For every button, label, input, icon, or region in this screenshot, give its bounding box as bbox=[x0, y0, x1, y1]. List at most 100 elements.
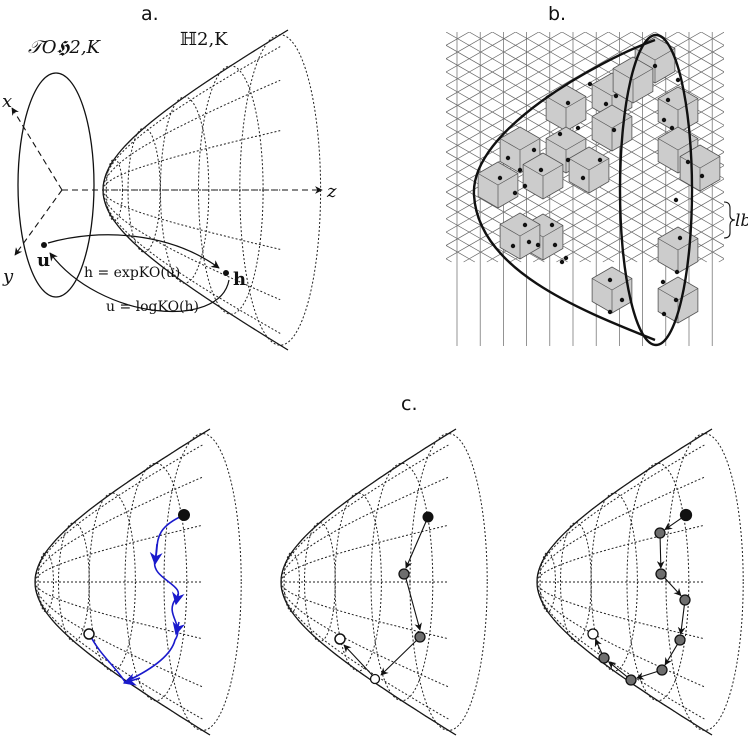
hyperboloid-geodesic bbox=[536, 524, 705, 583]
tangent-space-label: 𝒯O𝕳2,K bbox=[28, 37, 102, 58]
embedded-point bbox=[549, 222, 555, 228]
step-arrow bbox=[635, 671, 658, 680]
hyperboloid-geodesic bbox=[280, 581, 449, 731]
hex-edge bbox=[612, 68, 634, 81]
flow-arrow-2 bbox=[171, 591, 185, 606]
hyperboloid-ring bbox=[409, 433, 488, 731]
embedded-point bbox=[587, 81, 593, 87]
hyperboloid-geodesic bbox=[102, 189, 281, 301]
grid-line bbox=[5, 32, 405, 262]
grid-line bbox=[446, 151, 638, 263]
step-node bbox=[369, 673, 381, 685]
point-h-dot bbox=[223, 270, 229, 276]
embedded-point bbox=[522, 183, 528, 189]
grid-line bbox=[446, 258, 452, 263]
point-h-label: h bbox=[233, 269, 246, 290]
hyperboloid-ring bbox=[58, 522, 90, 642]
hex-edge bbox=[657, 288, 679, 301]
hex-edge bbox=[591, 84, 613, 97]
hyperboloid-geodesic bbox=[280, 581, 449, 640]
grid-line bbox=[446, 205, 545, 263]
embedded-point bbox=[665, 97, 671, 103]
hex-edge bbox=[477, 173, 499, 186]
grid-line bbox=[533, 151, 724, 263]
grid-line bbox=[602, 191, 724, 263]
panel-b-label: b. bbox=[548, 3, 566, 25]
hyperboloid-geodesic bbox=[34, 581, 203, 731]
grid-line bbox=[0, 32, 121, 262]
embedded-point bbox=[580, 175, 586, 181]
grid-line bbox=[0, 32, 52, 262]
embedded-point bbox=[611, 127, 617, 133]
embedded-point bbox=[557, 131, 563, 137]
grid-line bbox=[446, 32, 470, 46]
grid-line bbox=[0, 32, 382, 262]
embedded-point bbox=[673, 197, 679, 203]
hex-edge bbox=[677, 138, 699, 151]
log-map-arrow bbox=[49, 252, 230, 313]
embedded-point bbox=[673, 297, 679, 303]
hyperboloid-ring bbox=[560, 522, 592, 642]
embedded-point bbox=[565, 157, 571, 163]
embedded-point bbox=[575, 125, 581, 131]
trajectory-fine bbox=[587, 508, 693, 686]
grid-line bbox=[625, 205, 724, 263]
grid-line bbox=[649, 218, 724, 263]
log-map-label: u = logKO(h) bbox=[106, 299, 199, 315]
step-node bbox=[598, 652, 610, 664]
grid-line bbox=[446, 44, 724, 206]
embedded-point bbox=[559, 259, 565, 265]
hyperboloid-geodesic bbox=[34, 476, 203, 583]
hex-edge bbox=[677, 98, 699, 111]
boundary-right bbox=[618, 33, 694, 347]
start-node bbox=[679, 508, 693, 522]
hex-edge bbox=[545, 138, 567, 151]
hyperboloid-geodesic bbox=[536, 581, 705, 640]
axis-z-label: z bbox=[326, 181, 337, 202]
axis-x-label: x bbox=[2, 91, 12, 112]
hex-edge bbox=[677, 238, 699, 251]
grid-line bbox=[0, 32, 144, 262]
hyperboloid-geodesic bbox=[536, 581, 705, 720]
grid-line bbox=[0, 32, 353, 262]
start-node bbox=[178, 509, 190, 521]
hex-edge bbox=[632, 68, 654, 81]
hex-edge bbox=[611, 278, 633, 291]
step-node bbox=[654, 527, 666, 539]
hyperboloid-geodesic bbox=[34, 524, 203, 583]
hyperboloid-geodesic bbox=[102, 79, 281, 191]
hex-edge bbox=[657, 238, 679, 251]
embedded-point bbox=[497, 175, 503, 181]
grid-line bbox=[446, 32, 447, 33]
manifold-label: ℍ2,K bbox=[180, 29, 228, 50]
boundary-left bbox=[472, 38, 656, 342]
embedded-point bbox=[565, 100, 571, 106]
hex-edge bbox=[588, 158, 610, 171]
step-node bbox=[625, 674, 637, 686]
hyperboloid-geodesic bbox=[34, 444, 203, 583]
step-arrow bbox=[664, 517, 683, 531]
embedded-point bbox=[517, 167, 523, 173]
step-arrow bbox=[608, 661, 628, 678]
embedded-point bbox=[607, 309, 613, 315]
hyperboloid-geodesic bbox=[34, 581, 203, 720]
embedded-point bbox=[613, 93, 619, 99]
hex-edge bbox=[545, 96, 567, 109]
grid-line bbox=[0, 32, 307, 262]
hex-edge bbox=[519, 138, 541, 151]
trajectory-coarse bbox=[334, 511, 434, 685]
embedded-point bbox=[512, 190, 518, 196]
grid-line bbox=[446, 32, 609, 126]
embedded-point bbox=[510, 243, 516, 249]
grid-line bbox=[0, 32, 191, 262]
panel-a: a. 𝒯O𝕳2,K x y z ℍ2,K u h h = expKO(u) u … bbox=[2, 3, 337, 351]
grid-line bbox=[446, 32, 539, 86]
tangent-space-ellipse bbox=[17, 72, 95, 298]
step-node bbox=[398, 568, 410, 580]
end-node bbox=[334, 633, 346, 645]
hex-points bbox=[497, 63, 705, 317]
hex-edge bbox=[591, 116, 613, 129]
hyperboloid-c3 bbox=[536, 428, 744, 736]
panel-c: c. bbox=[34, 393, 744, 736]
grid-line bbox=[446, 32, 679, 166]
